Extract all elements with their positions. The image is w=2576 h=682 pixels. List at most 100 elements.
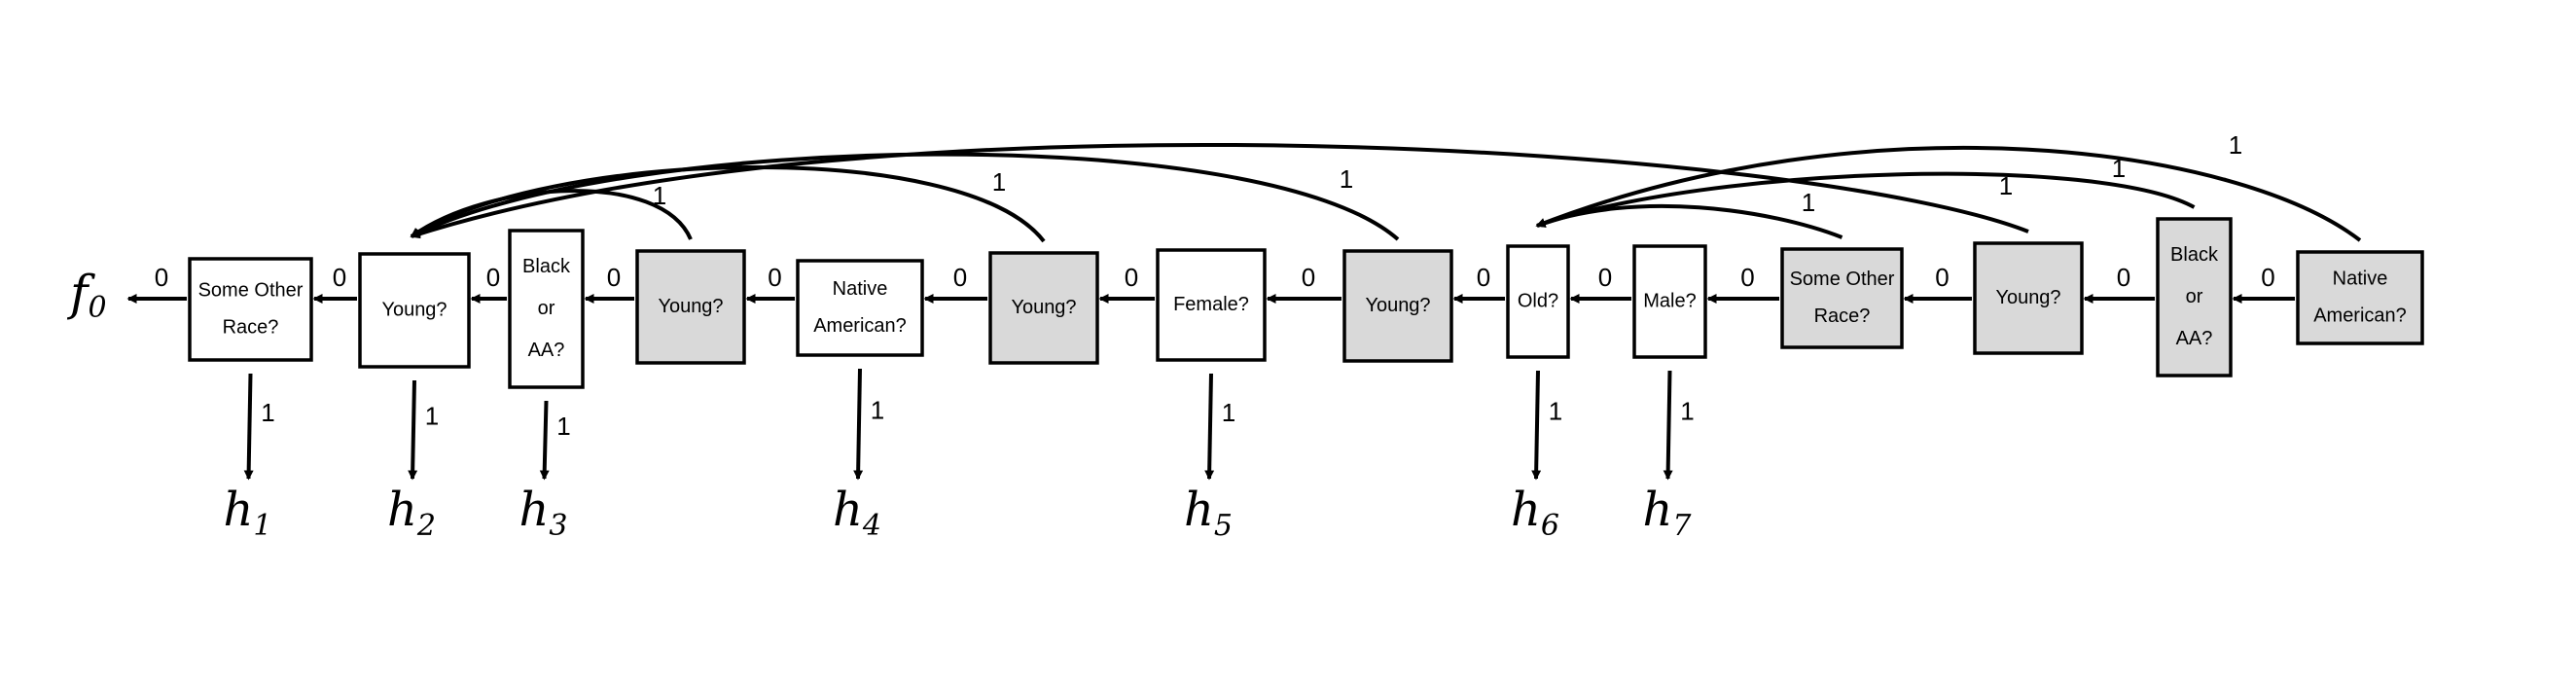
outcome-edge-label: 1 [556, 412, 570, 441]
jump-edge-label: 1 [2112, 154, 2126, 183]
outcome-edge-label: 1 [425, 401, 439, 430]
outcome-edge-label: 1 [1222, 398, 1235, 427]
node-label-line: Male? [1643, 290, 1696, 311]
output-subscript: 7 [1672, 509, 1692, 543]
node-young-5: Young? [1973, 241, 2084, 355]
zero-edge-label: 0 [486, 263, 500, 292]
node-label-line: Race? [1814, 305, 1871, 327]
outcome-edge [853, 368, 864, 481]
node-female: Female? [1156, 248, 1267, 362]
f0-subscript: 0 [89, 291, 107, 325]
output-h3: h3 [519, 483, 568, 543]
zero-edge-label: 0 [1740, 263, 1754, 292]
node-box [358, 252, 471, 369]
zero-edge-label: 0 [2261, 263, 2274, 292]
output-base: h [519, 483, 550, 537]
node-box [2296, 250, 2424, 345]
jump-edge-young-3-to-young-1 [410, 165, 1046, 243]
node-label-line: or [2186, 286, 2203, 307]
node-label-line: Young? [1995, 287, 2060, 308]
outcome-edge [1204, 373, 1215, 481]
node-box [1973, 241, 2084, 355]
node-label-line: Some Other [1790, 269, 1895, 290]
outcome-edge-label: 1 [871, 395, 884, 424]
jump-edge-label: 1 [1999, 171, 2013, 200]
node-young-4: Young? [1342, 249, 1453, 363]
node-label-line: Young? [1011, 297, 1076, 318]
output-base: h [833, 483, 863, 537]
node-box [1342, 249, 1453, 363]
outcome-edge [408, 379, 418, 481]
node-male: Male? [1632, 244, 1707, 359]
jump-edge-young-5-to-young-1 [410, 143, 2029, 239]
node-label-line: Some Other [198, 279, 304, 301]
zero-edge-label: 0 [155, 263, 168, 292]
node-box [988, 251, 1099, 365]
output-h6: h6 [1511, 483, 1559, 543]
outcome-edge [1531, 370, 1542, 481]
node-label-line: American? [2313, 305, 2407, 326]
output-base: h [224, 483, 254, 537]
jump-edge-label: 1 [653, 181, 666, 210]
node-label-line: Black [2170, 244, 2219, 266]
output-subscript: 1 [253, 509, 271, 543]
output-base: h [1643, 483, 1673, 537]
zero-edge-label: 0 [953, 263, 967, 292]
jump-edge-label: 1 [1340, 164, 1353, 194]
node-box [635, 249, 746, 365]
node-young-3: Young? [988, 251, 1099, 365]
node-box [1506, 244, 1570, 359]
zero-edge-label: 0 [1302, 263, 1315, 292]
output-base: h [387, 483, 417, 537]
node-label-line: Female? [1173, 294, 1249, 315]
output-subscript: 3 [549, 509, 567, 543]
zero-edge-label: 0 [1125, 263, 1138, 292]
zero-edge-label: 0 [1935, 263, 1949, 292]
node-label-line: Young? [658, 296, 723, 317]
outcome-edge [1663, 370, 1673, 481]
output-base: h [1184, 483, 1214, 537]
node-label-line: Race? [223, 316, 279, 338]
zero-edge-label: 0 [2117, 263, 2130, 292]
jump-edge-native-american-2-to-old [1535, 145, 2362, 242]
zero-edge-label: 0 [1598, 263, 1612, 292]
jump-edge-label: 1 [1802, 188, 1815, 217]
output-subscript: 2 [416, 509, 436, 543]
f0-symbol: f0 [66, 265, 107, 325]
outcome-edge-label: 1 [1549, 396, 1562, 425]
jump-edge-label: 1 [2229, 130, 2242, 160]
output-subscript: 4 [862, 509, 881, 543]
node-box [2156, 217, 2233, 377]
node-box [1156, 248, 1267, 362]
outcome-edge [243, 373, 254, 481]
jump-edge-label: 1 [992, 167, 1006, 197]
node-box [796, 259, 924, 357]
node-box [508, 229, 585, 389]
zero-edge-label: 0 [333, 263, 346, 292]
output-h5: h5 [1184, 483, 1233, 543]
output-h7: h7 [1643, 483, 1693, 543]
node-label-line: AA? [2176, 328, 2213, 349]
node-label-line: Young? [381, 299, 447, 320]
node-label-line: Black [522, 256, 571, 277]
node-label-line: Young? [1365, 295, 1430, 316]
node-young-2: Young? [635, 249, 746, 365]
output-h4: h4 [833, 483, 881, 543]
node-box [188, 257, 313, 362]
zero-edge-label: 0 [607, 263, 621, 292]
node-label-line: American? [813, 315, 907, 337]
node-box [1780, 247, 1904, 349]
output-base: h [1511, 483, 1541, 537]
output-h1: h1 [224, 483, 272, 543]
outcome-edge-label: 1 [261, 398, 274, 427]
output-subscript: 5 [1214, 509, 1233, 543]
jump-edges: 1 1 1 1 1 1 1 [410, 130, 2362, 243]
